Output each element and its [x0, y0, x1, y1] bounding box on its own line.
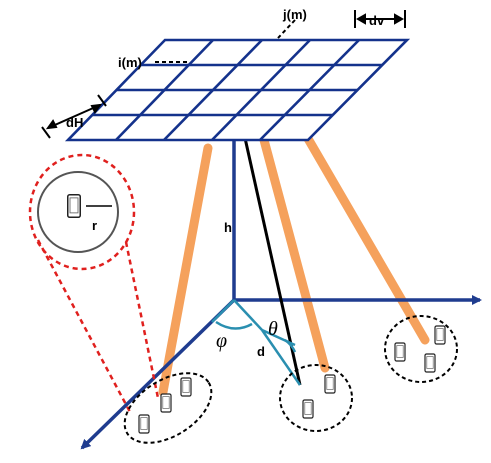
beam-left: [158, 143, 213, 397]
user-cluster-center: [279, 364, 353, 432]
user-cluster-left: [123, 372, 213, 444]
label-theta: θ: [268, 318, 278, 340]
label-dv: dv: [369, 13, 385, 28]
index-leaders: [155, 19, 296, 63]
depth-axis: [80, 298, 236, 450]
label-r: r: [92, 218, 97, 233]
label-phi: φ: [216, 330, 227, 352]
phi-arc: [215, 320, 253, 330]
dimension-markers: [41, 10, 406, 139]
planar-array: [64, 38, 411, 142]
label-i: i(m): [118, 55, 142, 70]
beam-right: [291, 113, 430, 345]
axes: [80, 140, 482, 450]
angle-geometry: [211, 299, 302, 386]
label-j: j(m): [282, 7, 307, 22]
zoom-callout: [28, 153, 160, 413]
user-cluster-right: [384, 315, 458, 383]
label-h: h: [224, 220, 232, 235]
beam-center: [259, 135, 330, 373]
beams: [158, 113, 430, 397]
label-dh: dH: [66, 115, 83, 130]
theta-arc: [284, 338, 297, 353]
label-d: d: [257, 344, 265, 359]
